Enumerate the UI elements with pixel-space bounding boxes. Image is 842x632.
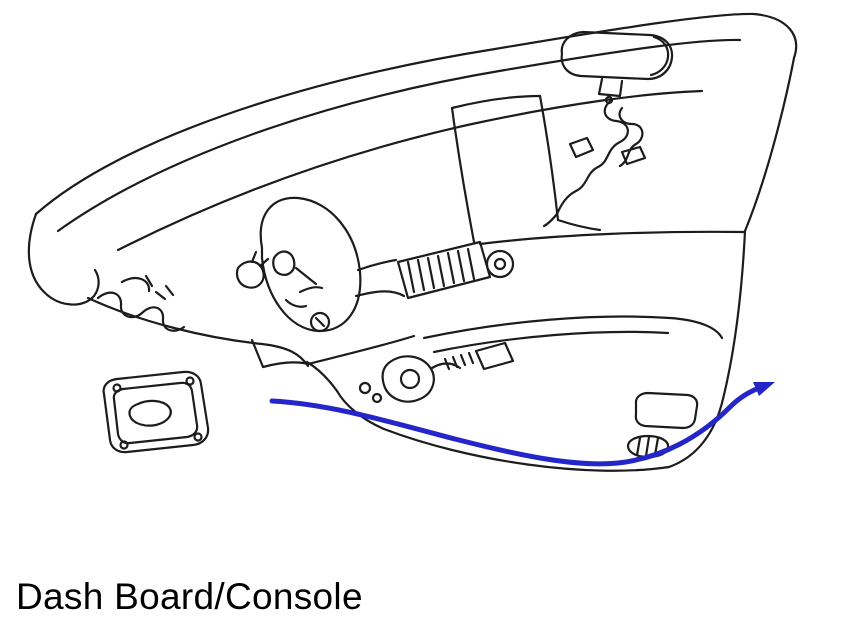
- instrument-cluster: [259, 196, 362, 333]
- center-stack: [450, 94, 602, 244]
- airbag-pad: [560, 30, 674, 105]
- radio-grille: [354, 240, 515, 300]
- cable-routing-annotation: [269, 382, 775, 467]
- figure-caption: Dash Board/Console: [16, 576, 363, 617]
- wiring-harness: [542, 98, 647, 228]
- dashboard-line-art: [27, 12, 798, 472]
- cable-route-arrowhead-icon: [753, 382, 775, 396]
- center-console: [305, 229, 747, 472]
- mounting-bracket: [102, 370, 210, 454]
- cable-route-line: [269, 384, 765, 467]
- hvac-left-detail: [96, 250, 270, 332]
- dash-shell: [27, 12, 798, 369]
- shifter-detail: [358, 341, 515, 404]
